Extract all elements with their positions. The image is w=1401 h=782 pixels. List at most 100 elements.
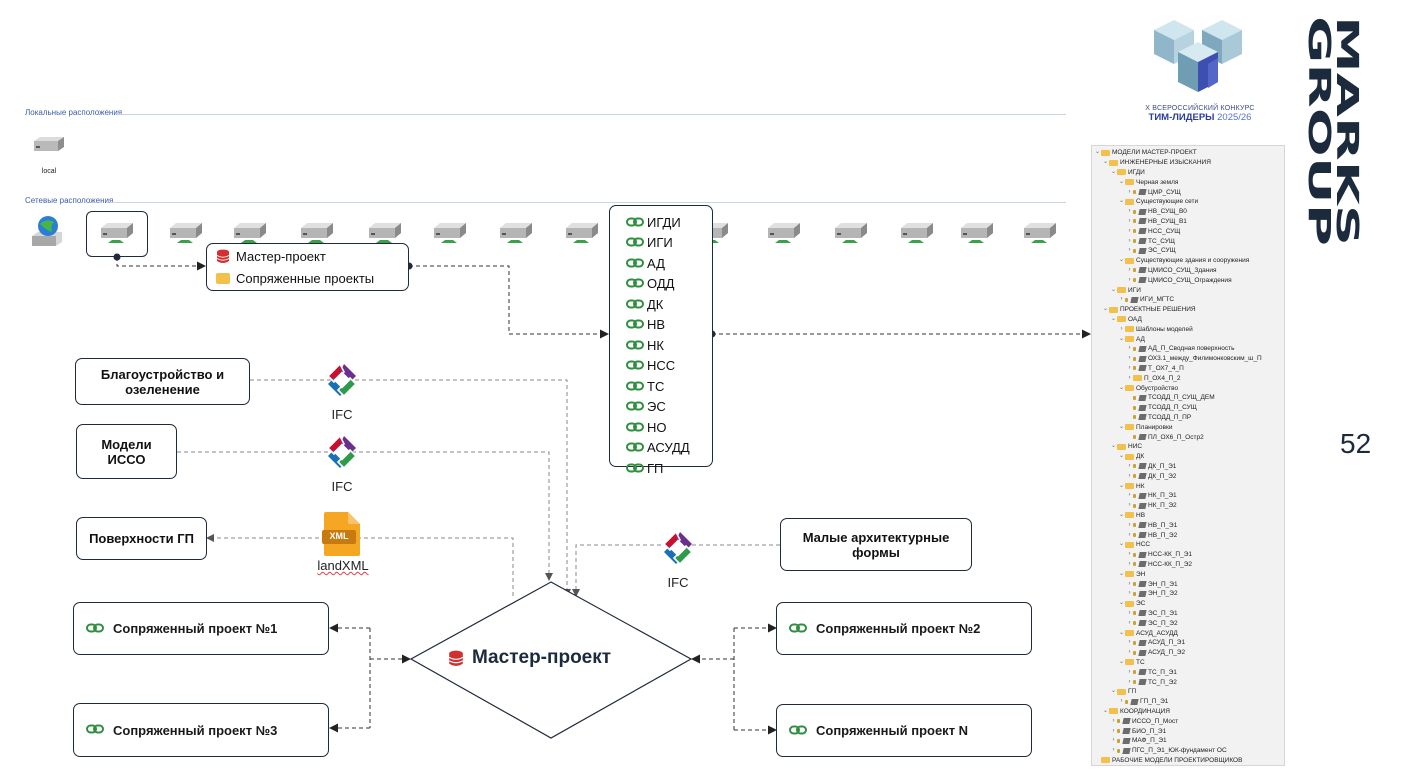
tree-model-row[interactable]: ›ЦМИСО_СУЩ_Ограждения [1126, 275, 1232, 285]
tree-model-row[interactable]: ›ИССО_П_Мост [1110, 716, 1179, 726]
server-icon[interactable] [898, 220, 933, 246]
discipline-item[interactable]: ТС [626, 376, 690, 397]
chevron-right-icon[interactable]: › [1128, 502, 1131, 509]
chevron-right-icon[interactable]: › [1128, 374, 1131, 381]
tree-model-row[interactable]: ›ДК_П_Э1 [1126, 462, 1177, 472]
chevron-right-icon[interactable]: › [1120, 698, 1123, 705]
tree-folder-row[interactable]: ⌄НК [1118, 481, 1145, 491]
model-tree-panel[interactable]: ⌄МОДЕЛИ МАСТЕР-ПРОЕКТ⌄ИНЖЕНЕРНЫЕ ИЗЫСКАН… [1091, 145, 1285, 766]
tree-folder-row[interactable]: ⌄ПРОЕКТНЫЕ РЕШЕНИЯ [1102, 305, 1196, 315]
chevron-right-icon[interactable]: › [1128, 590, 1131, 597]
tree-folder-row[interactable]: ⌄ИГДИ [1110, 168, 1145, 178]
chevron-right-icon[interactable]: › [1128, 639, 1131, 646]
chevron-right-icon[interactable]: › [1128, 462, 1131, 469]
chevron-down-icon[interactable]: ⌄ [1118, 600, 1125, 607]
chevron-right-icon[interactable]: › [1120, 325, 1123, 332]
master-node-box[interactable]: Мастер-проект Сопряженные проекты [206, 243, 409, 291]
chevron-right-icon[interactable]: › [1128, 560, 1131, 567]
tree-model-row[interactable]: ›НК_П_Э1 [1126, 491, 1177, 501]
server-icon[interactable] [298, 220, 333, 246]
server-icon[interactable] [431, 220, 466, 246]
chevron-down-icon[interactable]: ⌄ [1110, 688, 1117, 695]
chevron-down-icon[interactable]: ⌄ [1118, 198, 1125, 205]
tree-model-row[interactable]: ›НВ_П_Э2 [1126, 530, 1178, 540]
chevron-down-icon[interactable]: ⌄ [1110, 286, 1117, 293]
tree-model-row[interactable]: ›НВ_П_Э1 [1126, 520, 1178, 530]
server-icon[interactable] [231, 220, 266, 246]
tree-folder-row[interactable]: ⌄АСУД_АСУДД [1118, 628, 1178, 638]
server-icon[interactable] [167, 220, 202, 246]
chevron-right-icon[interactable]: › [1128, 266, 1131, 273]
linked-project-n[interactable]: Сопряженный проект N [776, 704, 1032, 757]
tree-folder-row[interactable]: ⌄Планировки [1118, 422, 1172, 432]
chevron-right-icon[interactable]: › [1128, 521, 1131, 528]
tree-model-row[interactable]: ›БИО_П_Э1 [1110, 726, 1167, 736]
tree-folder-row[interactable]: ⌄Обустройство [1118, 383, 1178, 393]
discipline-item[interactable]: ОДД [626, 274, 690, 295]
tree-model-row[interactable]: ПЛ_ОХ6_П_Остр2 [1126, 432, 1204, 442]
server-icon[interactable] [765, 220, 800, 246]
discipline-item[interactable]: АД [626, 253, 690, 274]
chevron-right-icon[interactable]: › [1128, 649, 1131, 656]
tree-model-row[interactable]: ›НВ_СУЩ_В1 [1126, 217, 1187, 227]
tree-folder-row[interactable]: ⌄Черная земля [1118, 177, 1178, 187]
chevron-down-icon[interactable]: ⌄ [1102, 707, 1109, 714]
server-icon[interactable] [98, 220, 133, 246]
tree-model-row[interactable]: ›ЦМР_СУЩ [1126, 187, 1181, 197]
tree-folder-row[interactable]: ⌄МОДЕЛИ МАСТЕР-ПРОЕКТ [1094, 148, 1197, 158]
tree-model-row[interactable]: ТСОДД_П_СУЩ_ДЕМ [1126, 393, 1215, 403]
tree-model-row[interactable]: ›НВ_СУЩ_В0 [1126, 207, 1187, 217]
chevron-right-icon[interactable]: › [1128, 472, 1131, 479]
discipline-item[interactable]: ГП [626, 458, 690, 479]
chevron-right-icon[interactable]: › [1128, 276, 1131, 283]
chevron-right-icon[interactable]: › [1128, 364, 1131, 371]
chevron-down-icon[interactable]: ⌄ [1110, 168, 1117, 175]
landscaping-box[interactable]: Благоустройство и озеленение [75, 358, 250, 405]
tree-model-row[interactable]: ›ГП_П_Э1 [1118, 697, 1169, 707]
tree-folder-row[interactable]: ⌄ИГИ [1110, 285, 1141, 295]
tree-folder-row[interactable]: ›П_ОХ4_П_2 [1126, 373, 1181, 383]
tree-model-row[interactable]: ›ТС_СУЩ [1126, 236, 1175, 246]
tree-model-row[interactable]: ТСОДД_П_СУЩ [1126, 403, 1197, 413]
tree-folder-row[interactable]: ⌄НСС [1118, 540, 1150, 550]
tree-folder-row[interactable]: ⌄ОАД [1110, 315, 1142, 325]
tree-folder-row[interactable]: ⌄ИНЖЕНЕРНЫЕ ИЗЫСКАНИЯ [1102, 158, 1211, 168]
linked-project-3[interactable]: Сопряженный проект №3 [73, 703, 329, 757]
chevron-down-icon[interactable]: ⌄ [1118, 629, 1125, 636]
tree-model-row[interactable]: ›ИГИ_МГТС [1118, 295, 1175, 305]
chevron-down-icon[interactable]: ⌄ [1118, 482, 1125, 489]
tree-folder-row[interactable]: ⌄ЭС [1118, 599, 1145, 609]
tree-model-row[interactable]: ›ТС_П_Э2 [1126, 677, 1177, 687]
chevron-down-icon[interactable]: ⌄ [1094, 149, 1101, 156]
chevron-right-icon[interactable]: › [1120, 296, 1123, 303]
chevron-down-icon[interactable]: ⌄ [1102, 159, 1109, 166]
chevron-down-icon[interactable]: ⌄ [1118, 423, 1125, 430]
tree-model-row[interactable]: ›ЭН_П_Э1 [1126, 579, 1178, 589]
tree-model-row[interactable]: ›АСУД_П_Э1 [1126, 638, 1186, 648]
tree-model-row[interactable]: ›МАФ_П_Э1 [1110, 736, 1167, 746]
discipline-item[interactable]: НК [626, 335, 690, 356]
chevron-right-icon[interactable]: › [1112, 717, 1115, 724]
central-label-wrap[interactable]: Мастер-проект [448, 647, 611, 669]
isso-box[interactable]: Модели ИССО [76, 424, 177, 479]
tree-model-row[interactable]: ›АСУД_П_Э2 [1126, 648, 1186, 658]
chevron-right-icon[interactable]: › [1128, 227, 1131, 234]
chevron-right-icon[interactable]: › [1128, 551, 1131, 558]
chevron-down-icon[interactable]: ⌄ [1118, 335, 1125, 342]
tree-model-row[interactable]: ›ЭН_П_Э2 [1126, 589, 1178, 599]
chevron-right-icon[interactable]: › [1128, 492, 1131, 499]
tree-folder-row[interactable]: ⌄КООРДИНАЦИЯ [1102, 707, 1170, 717]
network-globe-icon[interactable] [28, 212, 72, 252]
discipline-item[interactable]: НВ [626, 315, 690, 336]
tree-model-row[interactable]: ›НК_П_Э2 [1126, 501, 1177, 511]
tree-model-row[interactable]: ТСОДД_П_ПР [1126, 413, 1191, 423]
surfaces-box[interactable]: Поверхности ГП [76, 517, 207, 560]
chevron-right-icon[interactable]: › [1128, 668, 1131, 675]
chevron-down-icon[interactable]: ⌄ [1118, 384, 1125, 391]
discipline-item[interactable]: ЭС [626, 397, 690, 418]
tree-model-row[interactable]: ›НСС_СУЩ [1126, 226, 1181, 236]
discipline-item[interactable]: НСС [626, 356, 690, 377]
chevron-down-icon[interactable]: ⌄ [1118, 178, 1125, 185]
chevron-right-icon[interactable]: › [1112, 737, 1115, 744]
